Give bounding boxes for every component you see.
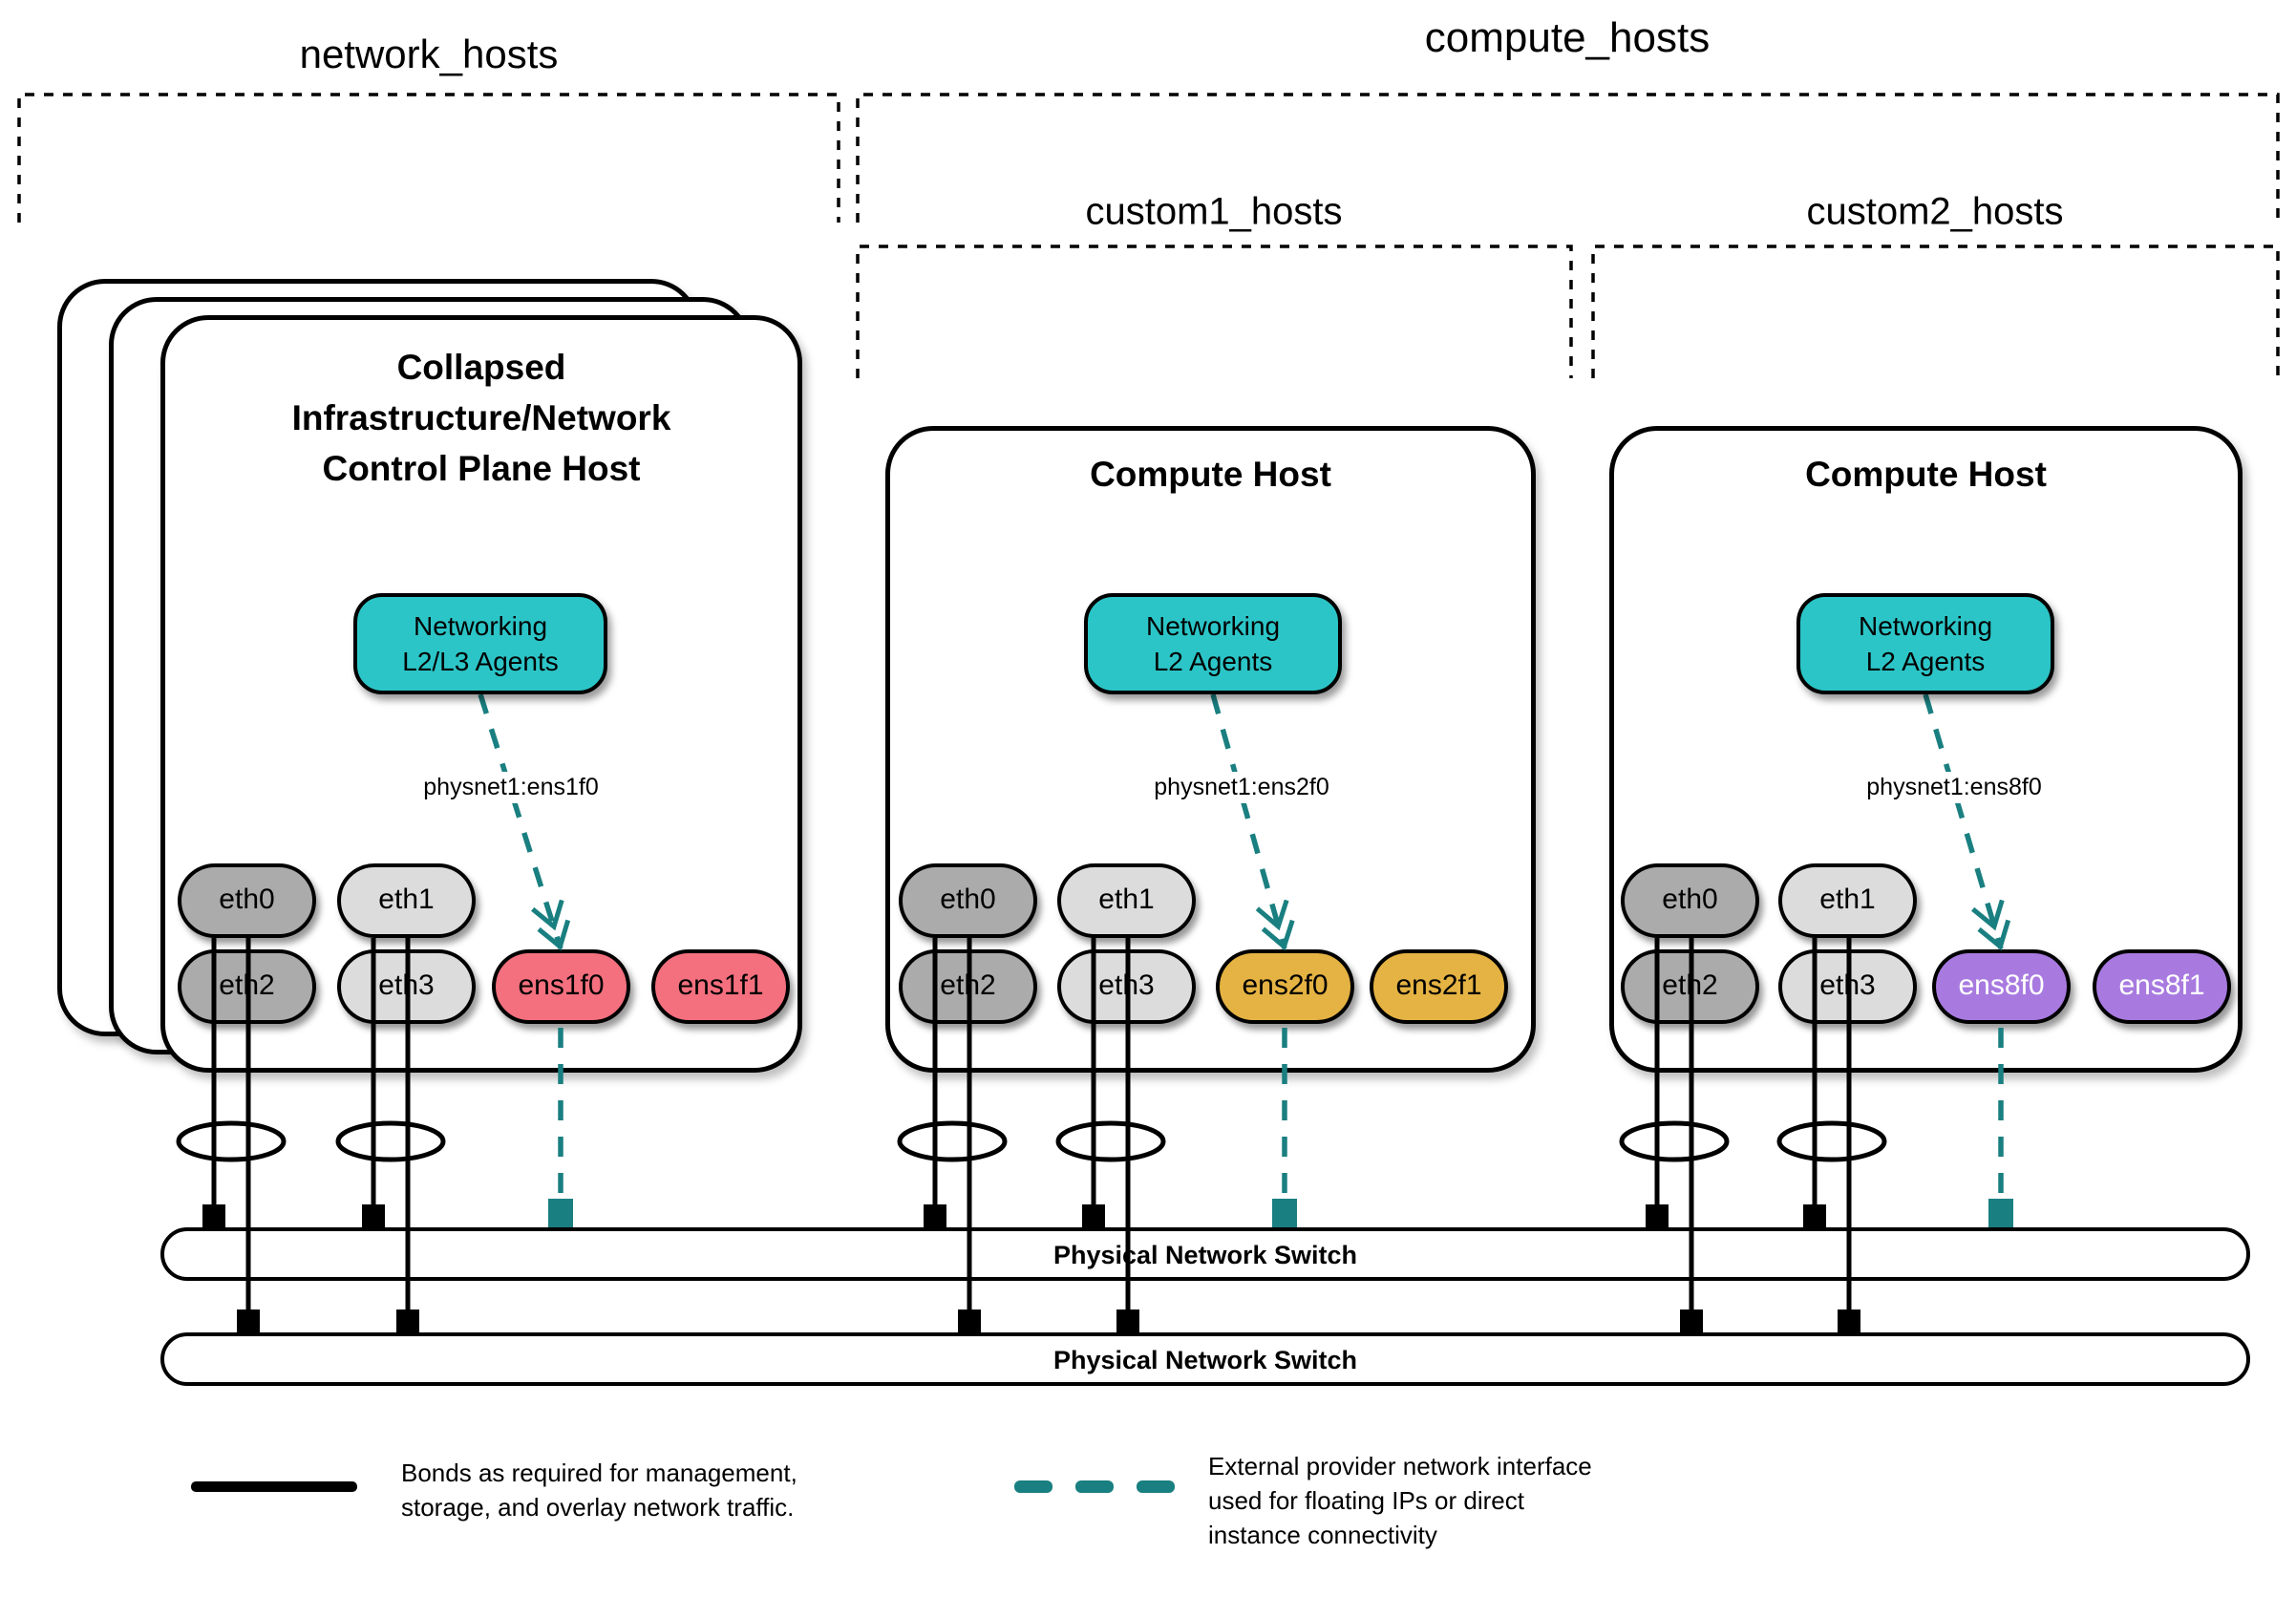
switch-port xyxy=(237,1310,260,1332)
bond-ellipse xyxy=(1776,1120,1887,1162)
group-label-network-hosts: network_hosts xyxy=(299,32,559,76)
nic-pill-eth0: eth0 xyxy=(1621,863,1759,938)
nic-pill-eth0: eth0 xyxy=(899,863,1037,938)
compute-host-2-title: Compute Host xyxy=(1805,455,2047,494)
group-label-custom1-hosts: custom1_hosts xyxy=(1085,190,1343,233)
bracket-network-hosts xyxy=(17,93,840,223)
bracket-compute-hosts xyxy=(856,93,2280,223)
nic-pill-eth3: eth3 xyxy=(337,949,476,1024)
switch-port xyxy=(1646,1204,1669,1227)
physical-network-switch-2: Physical Network Switch xyxy=(160,1332,2250,1386)
nic-pill-eth0: eth0 xyxy=(178,863,316,938)
switch-port xyxy=(362,1204,385,1227)
legend-external-description: External provider network interface used… xyxy=(1208,1452,1592,1549)
physnet-label-host0: physnet1:ens1f0 xyxy=(414,772,608,803)
switch-port xyxy=(958,1310,981,1332)
switch-port xyxy=(1082,1204,1105,1227)
switch-port xyxy=(396,1310,419,1332)
compute-host-1-title: Compute Host xyxy=(1090,455,1331,494)
nic-pill-eth1: eth1 xyxy=(1057,863,1196,938)
nic-pill-eth2: eth2 xyxy=(899,949,1037,1024)
bond-ellipse xyxy=(176,1120,287,1162)
physical-network-switch-1: Physical Network Switch xyxy=(160,1227,2250,1281)
nic-pill-eth3: eth3 xyxy=(1778,949,1917,1024)
nic-pill-ens1f1: ens1f1 xyxy=(651,949,790,1024)
nic-pill-ens8f1: ens8f1 xyxy=(2093,949,2231,1024)
nic-pill-ens1f0: ens1f0 xyxy=(492,949,630,1024)
networking-l2l3-agents-box: Networking L2/L3 Agents xyxy=(353,593,607,694)
switch-port xyxy=(1803,1204,1826,1227)
bracket-custom1-hosts xyxy=(856,245,1573,378)
nic-pill-eth1: eth1 xyxy=(337,863,476,938)
nic-pill-eth2: eth2 xyxy=(1621,949,1759,1024)
bond-ellipse xyxy=(897,1120,1008,1162)
legend-dashed-line-sample xyxy=(1014,1480,1052,1493)
switch-port xyxy=(1116,1310,1139,1332)
group-label-custom2-hosts: custom2_hosts xyxy=(1806,190,2064,233)
provider-port xyxy=(548,1199,573,1227)
group-label-compute-hosts: compute_hosts xyxy=(1424,14,1711,61)
bond-ellipse xyxy=(335,1120,446,1162)
nic-pill-ens2f1: ens2f1 xyxy=(1370,949,1508,1024)
provider-port xyxy=(1988,1199,2013,1227)
networking-l2-agents-box-2: Networking L2 Agents xyxy=(1796,593,2054,694)
provider-port xyxy=(1272,1199,1297,1227)
legend-bond-description: Bonds as required for management, storag… xyxy=(401,1459,797,1522)
nic-pill-ens2f0: ens2f0 xyxy=(1216,949,1354,1024)
nic-pill-eth3: eth3 xyxy=(1057,949,1196,1024)
bond-ellipse xyxy=(1619,1120,1730,1162)
physnet-label-host2: physnet1:ens8f0 xyxy=(1857,772,2052,803)
bracket-custom2-hosts xyxy=(1591,245,2280,378)
legend-dashed-line-sample xyxy=(1075,1480,1114,1493)
network-host-title: Collapsed Infrastructure/Network Control… xyxy=(291,348,671,488)
bond-ellipse xyxy=(1055,1120,1166,1162)
legend-dashed-line-sample xyxy=(1137,1480,1175,1493)
networking-l2-agents-box-1: Networking L2 Agents xyxy=(1084,593,1342,694)
nic-pill-ens8f0: ens8f0 xyxy=(1932,949,2071,1024)
switch-port xyxy=(202,1204,225,1227)
switch-port xyxy=(1680,1310,1703,1332)
nic-pill-eth2: eth2 xyxy=(178,949,316,1024)
switch-port xyxy=(924,1204,946,1227)
nic-pill-eth1: eth1 xyxy=(1778,863,1917,938)
switch-port xyxy=(1838,1310,1860,1332)
legend-bond-line-sample xyxy=(191,1481,357,1492)
physnet-label-host1: physnet1:ens2f0 xyxy=(1144,772,1339,803)
